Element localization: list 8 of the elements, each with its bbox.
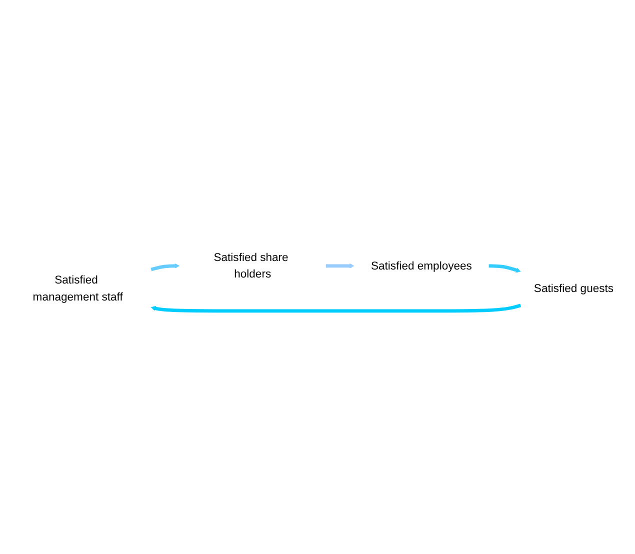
arrow <box>488 264 521 272</box>
node-text: Satisfied employees <box>371 260 472 272</box>
node-text: Satisfied guests <box>534 282 614 294</box>
arrow <box>150 304 522 313</box>
arrow <box>150 263 180 271</box>
node-text: Satisfied share holders <box>214 251 288 280</box>
node-text: Satisfied management staff <box>32 274 123 303</box>
arrow <box>326 263 354 268</box>
